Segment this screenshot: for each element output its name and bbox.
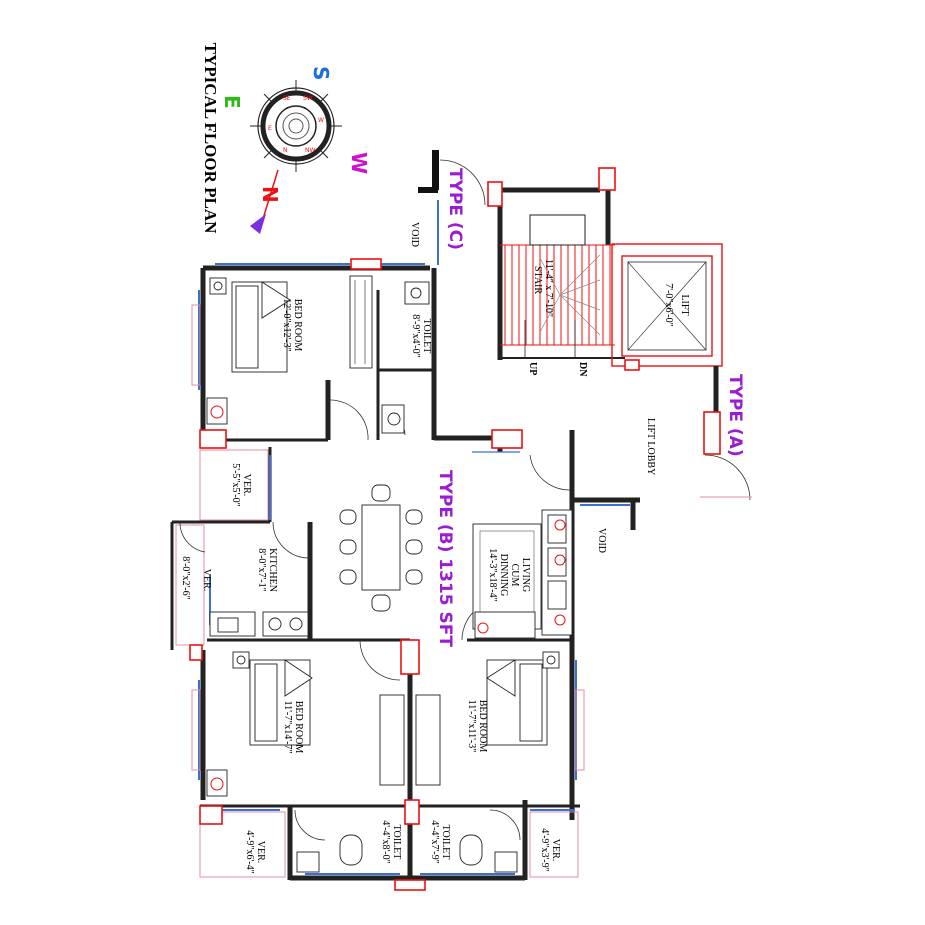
toilet3-name: TOILET	[440, 825, 451, 860]
living-name-3: DINNING	[498, 554, 509, 597]
ver4-name: VER.	[550, 839, 561, 862]
bed-room-2-furniture	[206, 651, 441, 797]
lift-shaft: LIFT 7'-0"x6'-0"	[611, 243, 723, 371]
living-name-1: LIVING	[520, 558, 531, 592]
svg-text:NW: NW	[305, 147, 315, 154]
bed3-name: BED ROOM	[477, 700, 488, 753]
toilet1-size: 8'-9"x4'-0"	[410, 314, 421, 357]
bed1-size: 12'-0"x12'-3"	[281, 298, 292, 351]
kitchen-name: KITCHEN	[267, 548, 278, 592]
ver3-size: 4'-9"x6'-4"	[244, 830, 255, 873]
stair-name: STAIR	[532, 266, 543, 294]
verandah-outlines	[175, 304, 585, 878]
lift-name: LIFT	[679, 294, 690, 315]
svg-text:E: E	[268, 125, 272, 132]
ver3-name: VER.	[255, 841, 266, 864]
living-size: 14'-3"x18'-4"	[487, 548, 498, 601]
type-c-label: TYPE (C)	[445, 168, 465, 250]
ver1-name: VER.	[241, 474, 252, 497]
compass-rose: SE SW W NW N E S W N E	[220, 66, 371, 234]
svg-text:SE: SE	[283, 95, 291, 102]
bed3-size: 11'-7"x11'-3"	[466, 700, 477, 753]
kitchen-size: 8'-0"x7'-1"	[256, 548, 267, 591]
svg-text:SW: SW	[303, 95, 313, 102]
stair-core: STAIR 11'-4" x 7'-10" UP DN	[418, 150, 625, 377]
kitchen-fixtures	[209, 611, 309, 637]
compass-e-label: E	[220, 95, 244, 109]
stair-size: 11'-4" x 7'-10"	[543, 259, 554, 317]
toilet2-size: 4'-4"x8'-0"	[380, 820, 391, 863]
lobby-name: LIFT LOBBY	[645, 418, 656, 475]
lift-size: 7'-0"x6'-0"	[663, 283, 674, 326]
ver4-size: 4'-9"x3'-9"	[539, 828, 550, 871]
lobby-walls: LIFT LOBBY VOID	[573, 366, 752, 553]
svg-text:N: N	[283, 147, 288, 154]
svg-text:W: W	[318, 117, 324, 124]
living-furniture	[472, 509, 573, 639]
toilet-2-3-fixtures	[296, 834, 518, 873]
bed1-name: BED ROOM	[292, 299, 303, 352]
toilet3-size: 4'-4"x7'-9"	[429, 820, 440, 863]
type-a-label: TYPE (A)	[725, 374, 745, 457]
toilet1-name: TOILET	[421, 319, 432, 354]
type-b-label: TYPE (B) 1315 SFT	[435, 470, 455, 647]
toilet2-name: TOILET	[391, 825, 402, 860]
void-right: VOID	[596, 528, 607, 553]
bed-room-3-furniture	[486, 651, 560, 746]
compass-n-label: N	[258, 186, 282, 203]
ver2-size: 8'-0"x2'-6"	[180, 556, 191, 599]
living-name-2: CUM	[509, 564, 520, 587]
ver1-size: 5'-5"x5'-0"	[230, 463, 241, 506]
north-arrow-icon	[250, 214, 266, 234]
plan-title: TYPICAL FLOOR PLAN	[201, 43, 220, 235]
dining-table-furniture	[339, 484, 423, 612]
bed-room-1-furniture	[206, 275, 373, 425]
ver2-name: VER.	[201, 569, 212, 592]
compass-s-label: S	[309, 66, 333, 80]
void-top: VOID	[409, 222, 420, 247]
compass-w-label: W	[347, 152, 371, 174]
stair-up-label: UP	[527, 362, 538, 375]
bed2-size: 11'-7"x14'-7"	[282, 700, 293, 753]
toilet-1-fixtures	[381, 281, 430, 434]
bed2-name: BED ROOM	[293, 701, 304, 754]
columns	[189, 258, 523, 891]
stair-dn-label: DN	[577, 362, 588, 377]
